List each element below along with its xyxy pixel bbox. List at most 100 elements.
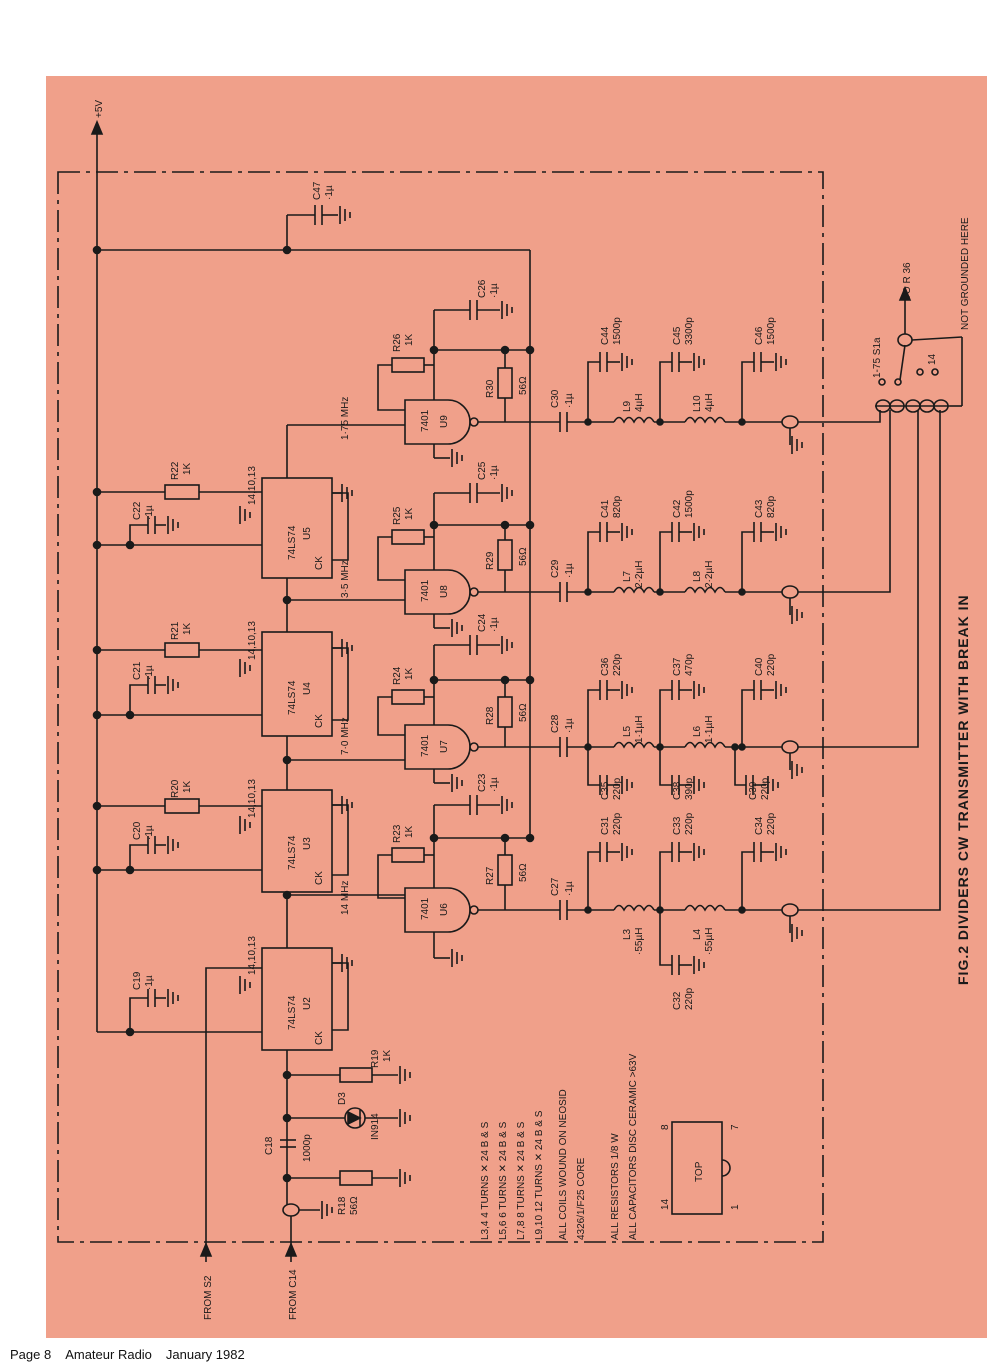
c45-value: 3300p xyxy=(684,317,695,345)
pinout-pin7: 7 xyxy=(730,1124,741,1130)
note-resistors: ALL RESISTORS 1/8 W xyxy=(610,1133,621,1240)
r18-label: R18 xyxy=(337,1196,348,1215)
l8-value: 2·2µH xyxy=(704,561,715,588)
r23-value: 1K xyxy=(404,825,415,838)
u5-pins: 14,10,13 xyxy=(247,466,258,505)
c38-value: 390p xyxy=(684,777,695,800)
u4-pins: 14,10,13 xyxy=(247,621,258,660)
u3-freq: 7·0 MHz xyxy=(340,717,351,755)
u5-res-val: 1K xyxy=(182,462,193,475)
c39-value: 220p xyxy=(760,777,771,800)
c46-value: 1500p xyxy=(766,317,777,345)
c34-label: C34 xyxy=(754,816,765,835)
c42-label: C42 xyxy=(672,499,683,518)
r30-value: 56Ω xyxy=(518,376,529,395)
r25-value: 1K xyxy=(404,507,415,520)
c37-label: C37 xyxy=(672,657,683,676)
c29-label: C29 xyxy=(550,559,561,578)
u3-ref: U3 xyxy=(302,837,313,850)
c34-value: 220p xyxy=(766,812,777,835)
note-l34: L3,4 4 TURNS ✕ 24 B & S xyxy=(480,1121,491,1240)
c33-value: 220p xyxy=(684,812,695,835)
c25-value: ·1µ xyxy=(489,465,500,480)
r25-label: R25 xyxy=(392,506,403,525)
c47-label: C47 xyxy=(312,181,323,200)
c45-label: C45 xyxy=(672,326,683,345)
divider-u3: 74LS74 U3 14,10,13 CK R20 1K C20 ·1µ 7·0… xyxy=(132,717,351,885)
r24-value: 1K xyxy=(404,667,415,680)
from-s2-label: FROM S2 xyxy=(203,1275,214,1320)
schematic-sheet xyxy=(46,76,987,1338)
l3-label: L3 xyxy=(622,928,633,940)
r29-value: 56Ω xyxy=(518,547,529,566)
divider-u2: 74LS74 U2 14,10,13 CK C19 ·1µ 14 MHz xyxy=(132,881,351,1045)
u3-cap: C20 xyxy=(132,821,143,840)
r28-label: R28 xyxy=(485,706,496,725)
c32-value: 220p xyxy=(684,987,695,1010)
u5-cap-val: ·1µ xyxy=(144,505,155,520)
c46-label: C46 xyxy=(754,326,765,345)
c27-label: C27 xyxy=(550,877,561,896)
l9-label: L9 xyxy=(622,400,633,412)
r24-label: R24 xyxy=(392,666,403,685)
u3-cap-val: ·1µ xyxy=(144,825,155,840)
u7-ref: U7 xyxy=(439,740,450,753)
to-r36-label: TO R 36 xyxy=(902,262,913,300)
c40-value: 220p xyxy=(766,653,777,676)
pinout-pin1: 1 xyxy=(730,1204,741,1210)
ic-pinout-diagram: TOP 8 7 14 1 xyxy=(660,1121,741,1215)
u2-type: 74LS74 xyxy=(287,995,298,1030)
u8-type: 7401 xyxy=(420,579,431,602)
u4-type: 74LS74 xyxy=(287,680,298,715)
r23-label: R23 xyxy=(392,824,403,843)
supply-label: +5V xyxy=(94,100,105,118)
issue-date: January 1982 xyxy=(165,1347,245,1362)
u4-res: R21 xyxy=(170,621,181,640)
r29-label: R29 xyxy=(485,551,496,570)
l10-label: L10 xyxy=(692,395,703,412)
c23-value: ·1µ xyxy=(489,777,500,792)
r28-value: 56Ω xyxy=(518,703,529,722)
u4-clk: CK xyxy=(314,714,325,728)
u2-cap: C19 xyxy=(132,971,143,990)
gate-u7: 7401 U7 R24 1K R28 56Ω C24 ·1µ C28 ·1µ L… xyxy=(392,613,777,800)
page-number: Page 8 xyxy=(10,1347,52,1362)
c31-label: C31 xyxy=(600,816,611,835)
c36-label: C36 xyxy=(600,657,611,676)
c43-label: C43 xyxy=(754,499,765,518)
pinout-pin14: 14 xyxy=(660,1198,671,1210)
u5-type: 74LS74 xyxy=(287,525,298,560)
c24-label: C24 xyxy=(477,613,488,632)
u5-res: R22 xyxy=(170,461,181,480)
r26-label: R26 xyxy=(392,333,403,352)
c31-value: 220p xyxy=(612,812,623,835)
c30-label: C30 xyxy=(550,389,561,408)
l10-value: 4µH xyxy=(704,393,715,412)
r19-label: R19 xyxy=(370,1049,381,1068)
c36-value: 220p xyxy=(612,653,623,676)
c23-label: C23 xyxy=(477,773,488,792)
r30-label: R30 xyxy=(485,379,496,398)
r27-label: R27 xyxy=(485,866,496,885)
r26-value: 1K xyxy=(404,333,415,346)
u5-clk: CK xyxy=(314,556,325,570)
from-c14-label: FROM C14 xyxy=(288,1269,299,1320)
u4-cap-val: ·1µ xyxy=(144,665,155,680)
c28-label: C28 xyxy=(550,714,561,733)
c32-label: C32 xyxy=(672,991,683,1010)
l5-value: 1·1µH xyxy=(634,716,645,743)
l6-label: L6 xyxy=(692,725,703,737)
c44-value: 1500p xyxy=(612,317,623,345)
d3-label: D3 xyxy=(337,1092,348,1105)
c24-value: ·1µ xyxy=(489,617,500,632)
pinout-pin8: 8 xyxy=(660,1124,671,1130)
c40-label: C40 xyxy=(754,657,765,676)
u7-type: 7401 xyxy=(420,734,431,757)
c27-value: ·1µ xyxy=(564,881,575,896)
switch-label: 1-75 S1a xyxy=(872,337,883,378)
u4-ref: U4 xyxy=(302,682,313,695)
u9-type: 7401 xyxy=(420,409,431,432)
l3-value: ·55µH xyxy=(634,928,645,955)
note-l910: L9,10 12 TURNS ✕ 24 B & S xyxy=(534,1110,545,1240)
